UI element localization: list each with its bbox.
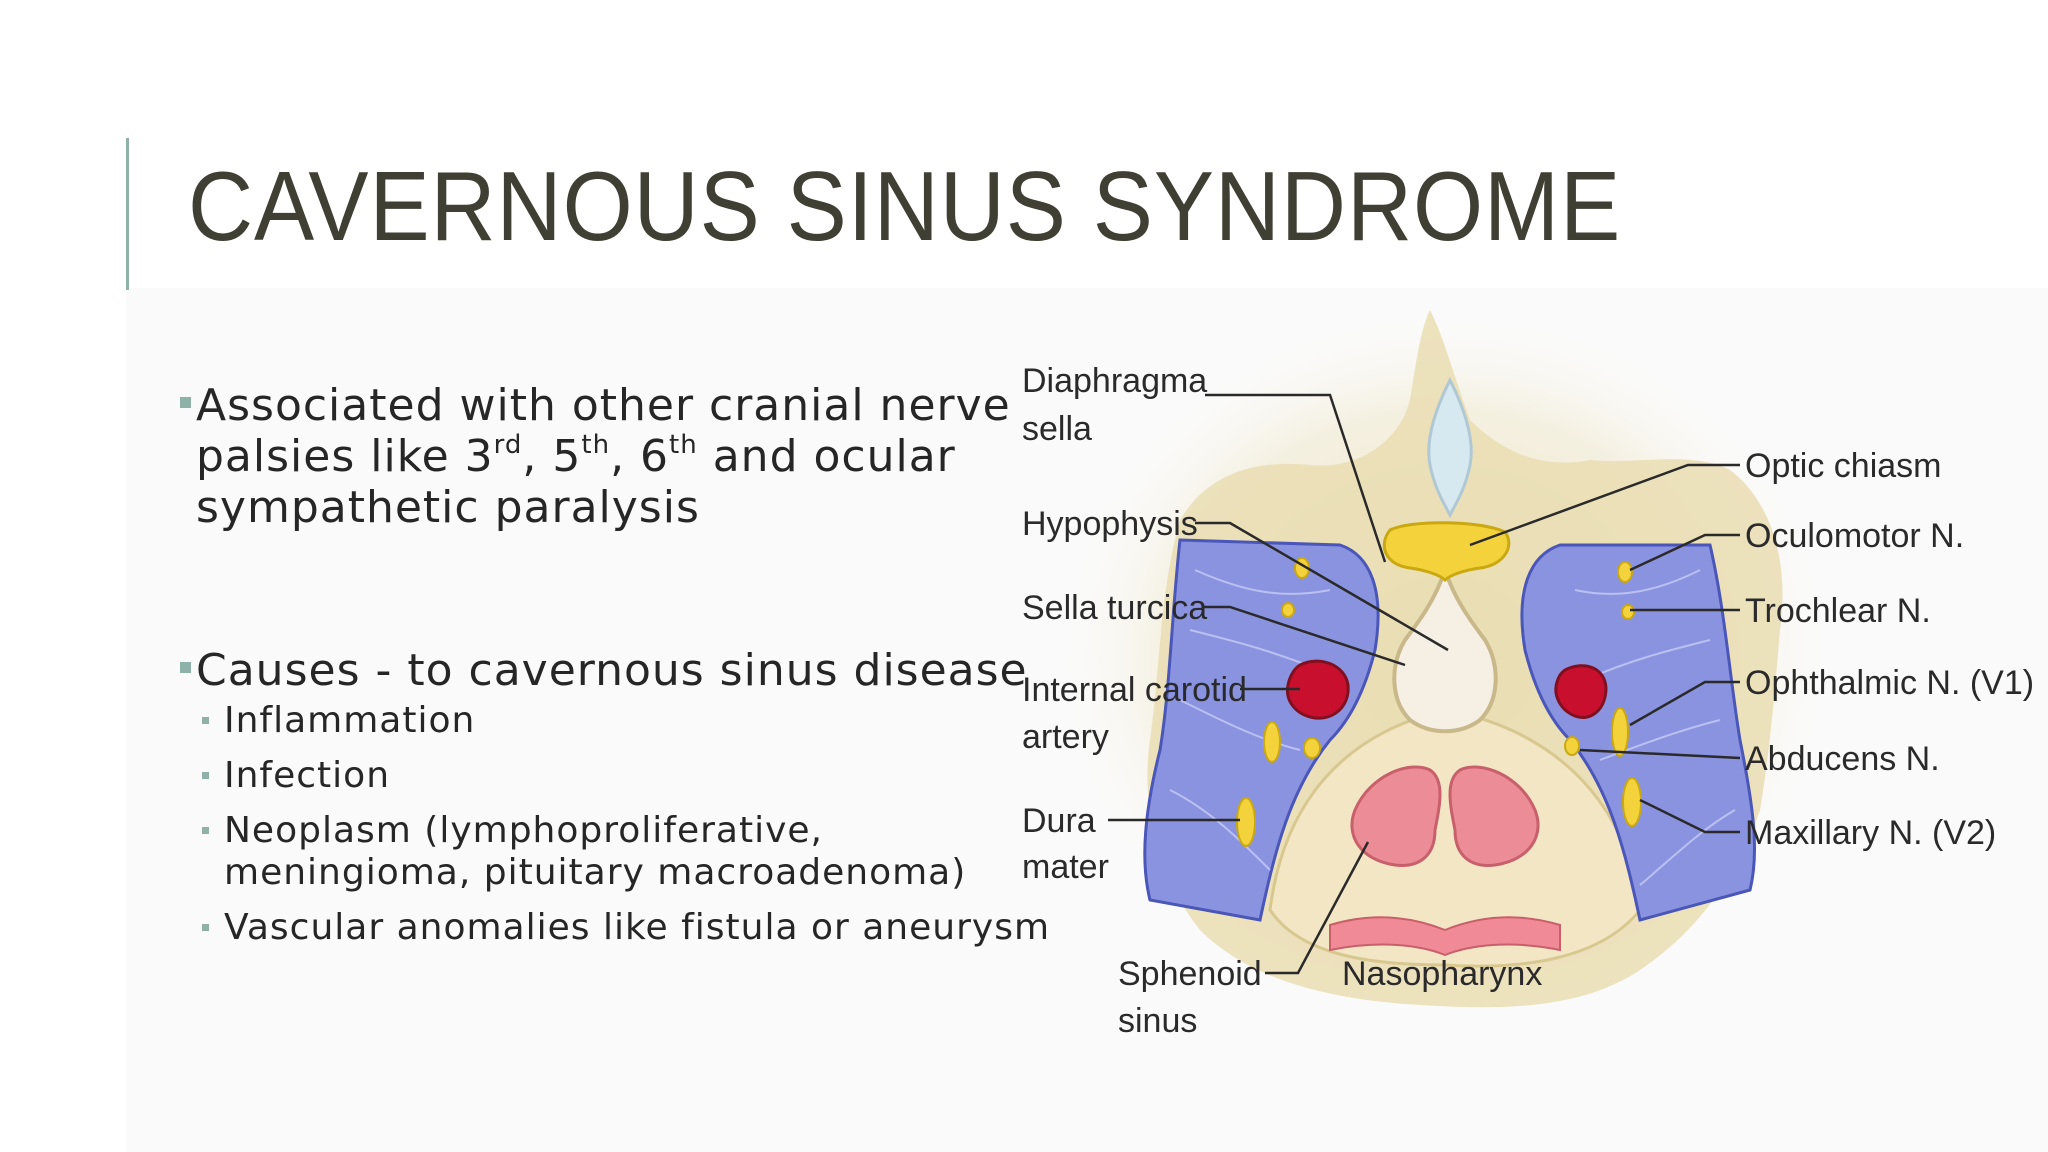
slide-title: CAVERNOUS SINUS SYNDROME	[188, 151, 1622, 261]
label-abducens: Abducens N.	[1745, 740, 1940, 778]
sub-bullet-marker	[202, 827, 209, 834]
label-oculomotor: Oculomotor N.	[1745, 517, 1964, 555]
sub-bullet-text: Neoplasm (lymphoproliferative,	[224, 810, 823, 851]
superscript: rd	[493, 430, 523, 461]
label-dura-mater: Dura	[1022, 802, 1096, 840]
bullet-line: Causes - to cavernous sinus disease	[196, 645, 1028, 696]
dura-texture	[1169, 569, 1736, 886]
label-sphenoid-sinus-2: sinus	[1118, 1002, 1197, 1040]
sub-bullet-vascular: Vascular anomalies like fistula or aneur…	[202, 907, 1051, 949]
label-dura-mater-2: mater	[1022, 848, 1109, 886]
optic-chiasm	[1382, 521, 1511, 583]
label-optic-chiasm: Optic chiasm	[1745, 447, 1942, 485]
label-sphenoid-sinus: Sphenoid	[1118, 955, 1262, 993]
bullet-line: Associated with other cranial nerve	[196, 380, 1011, 431]
text-run: , 6	[610, 431, 670, 482]
superscript: th	[669, 430, 698, 461]
cranial-nerves	[1236, 557, 1642, 847]
text-run: palsies like 3	[196, 431, 494, 482]
label-diaphragma-sella: Diaphragma	[1022, 362, 1207, 400]
label-nasopharynx: Nasopharynx	[1342, 955, 1542, 993]
text-run: , 5	[522, 431, 582, 482]
sub-bullet-text: Vascular anomalies like fistula or aneur…	[224, 907, 1051, 948]
nasopharynx-region	[1329, 916, 1561, 957]
sub-bullet-text: Infection	[224, 755, 391, 796]
text-run: and ocular	[697, 431, 956, 482]
hypophysis	[1392, 563, 1498, 734]
causes-sublist: Inflammation Infection Neoplasm (lymphop…	[180, 700, 1051, 949]
sub-bullet-marker	[202, 924, 209, 931]
label-trochlear: Trochlear N.	[1745, 592, 1931, 630]
label-maxillary: Maxillary N. (V2)	[1745, 814, 1996, 852]
bullet-causes: Causes - to cavernous sinus disease	[180, 645, 1028, 696]
sphenoid-sinus-left	[1350, 765, 1442, 867]
superscript: th	[581, 430, 611, 461]
internal-carotid-left	[1285, 659, 1350, 720]
label-sella-turcica: Sella turcica	[1022, 589, 1207, 627]
label-internal-carotid: Internal carotid	[1022, 671, 1247, 709]
label-diaphragma-sella-2: sella	[1022, 410, 1092, 448]
sub-bullet-infection: Infection	[202, 755, 1020, 797]
sub-bullet-inflammation: Inflammation	[202, 700, 1020, 742]
leader-lines	[1108, 393, 1741, 975]
sub-bullet-text: Inflammation	[224, 700, 476, 741]
sub-bullet-text: meningioma, pituitary macroadenoma)	[224, 852, 967, 893]
bullet-line: sympathetic paralysis	[196, 482, 700, 533]
sub-bullet-neoplasm: Neoplasm (lymphoproliferative, meningiom…	[202, 810, 1020, 894]
title-accent-bar	[126, 138, 129, 290]
bullet-marker	[180, 662, 191, 673]
bullet-cranial-nerve: Associated with other cranial nerve pals…	[180, 380, 1020, 533]
bullet-line: palsies like 3rd, 5th, 6th and ocular	[196, 431, 1020, 482]
label-internal-carotid-2: artery	[1022, 718, 1109, 756]
diagram-svg: Diaphragma sella Hypophysis Sella turcic…	[1022, 300, 2034, 1040]
label-ophthalmic: Ophthalmic N. (V1)	[1745, 664, 2034, 702]
third-ventricle	[1427, 376, 1473, 519]
cavernous-sinus-diagram: Diaphragma sella Hypophysis Sella turcic…	[1000, 270, 2040, 1070]
label-hypophysis: Hypophysis	[1022, 505, 1198, 543]
internal-carotid-right	[1554, 664, 1608, 719]
dura-right	[1520, 543, 1757, 922]
sub-bullet-marker	[202, 772, 209, 779]
sub-bullet-marker	[202, 717, 209, 724]
sphenoid-sinus-right	[1448, 765, 1540, 867]
slide-content: Associated with other cranial nerve pals…	[180, 380, 1051, 962]
dura-left	[1143, 538, 1380, 922]
bullet-marker	[180, 397, 191, 408]
